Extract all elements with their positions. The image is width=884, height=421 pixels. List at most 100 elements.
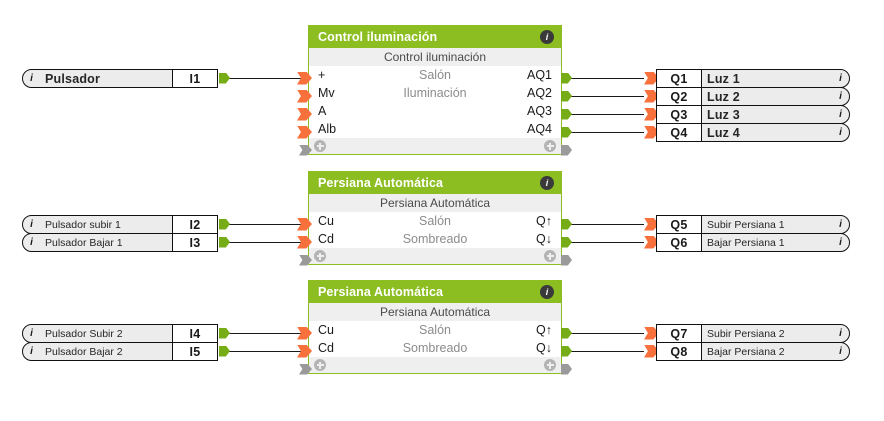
block-footer bbox=[309, 357, 561, 373]
input-connector-q6[interactable] bbox=[644, 235, 659, 249]
input-connector-q2[interactable] bbox=[644, 89, 659, 103]
wire-block1-aq4-to-q4 bbox=[568, 132, 644, 133]
add-output-icon[interactable] bbox=[544, 359, 556, 371]
input-block-i3[interactable]: i Pulsador Bajar 1 I3 bbox=[22, 233, 218, 252]
input-connector-block2-cd[interactable] bbox=[297, 235, 312, 249]
info-icon[interactable]: i bbox=[839, 219, 842, 230]
input-connector-block1-pin1[interactable] bbox=[297, 71, 312, 85]
input-connector-q1[interactable] bbox=[644, 71, 659, 85]
input-connector-block1-add[interactable] bbox=[299, 144, 312, 156]
output-block-q8[interactable]: Q8 Bajar Persiana 2 i bbox=[656, 342, 850, 361]
input-terminal: I1 bbox=[172, 70, 217, 87]
output-connector-block3-qup[interactable] bbox=[561, 327, 572, 339]
input-connector-q3[interactable] bbox=[644, 107, 659, 121]
block-header: Control iluminación i bbox=[309, 26, 561, 48]
input-connector-q8[interactable] bbox=[644, 344, 659, 358]
output-block-q3[interactable]: Q3 Luz 3 i bbox=[656, 105, 850, 124]
info-icon[interactable]: i bbox=[540, 176, 554, 190]
function-block-control-iluminacion[interactable]: Control iluminación i Control iluminació… bbox=[308, 25, 562, 155]
input-connector-block2-add[interactable] bbox=[299, 254, 312, 266]
input-connector-block3-add[interactable] bbox=[299, 363, 312, 375]
add-input-icon[interactable] bbox=[314, 140, 326, 152]
block-row: Cd Sombreado Q↓ bbox=[309, 230, 561, 248]
output-connector-block3-qdn[interactable] bbox=[561, 345, 572, 357]
info-icon[interactable]: i bbox=[540, 30, 554, 44]
output-connector-block1-add[interactable] bbox=[561, 144, 572, 156]
info-icon[interactable]: i bbox=[30, 73, 33, 84]
block-body: Cu Salón Q↑ Cd Sombreado Q↓ bbox=[309, 212, 561, 248]
input-pin-label: Alb bbox=[318, 122, 337, 136]
output-connector-block2-qdn[interactable] bbox=[561, 236, 572, 248]
info-icon[interactable]: i bbox=[839, 91, 842, 102]
output-block-q2[interactable]: Q2 Luz 2 i bbox=[656, 87, 850, 106]
output-connector-i2[interactable] bbox=[219, 218, 230, 230]
function-block-persiana-automatica-2[interactable]: Persiana Automática i Persiana Automátic… bbox=[308, 280, 562, 374]
output-connector-block2-qup[interactable] bbox=[561, 218, 572, 230]
output-connector-block1-aq3[interactable] bbox=[561, 108, 572, 120]
output-pin-label: Q↓ bbox=[536, 341, 552, 355]
input-connector-block3-cu[interactable] bbox=[297, 326, 312, 340]
output-pin-label: Q↓ bbox=[536, 232, 552, 246]
info-icon[interactable]: i bbox=[839, 237, 842, 248]
output-connector-block1-aq4[interactable] bbox=[561, 126, 572, 138]
add-output-icon[interactable] bbox=[544, 140, 556, 152]
output-block-q7[interactable]: Q7 Subir Persiana 2 i bbox=[656, 324, 850, 343]
block-title: Control iluminación bbox=[318, 30, 438, 44]
input-connector-block1-pin2[interactable] bbox=[297, 89, 312, 103]
input-connector-q7[interactable] bbox=[644, 326, 659, 340]
input-connector-block2-cu[interactable] bbox=[297, 217, 312, 231]
output-connector-block1-aq2[interactable] bbox=[561, 90, 572, 102]
output-label: Luz 2 bbox=[707, 89, 740, 104]
output-connector-i5[interactable] bbox=[219, 345, 230, 357]
info-icon[interactable]: i bbox=[30, 346, 33, 357]
add-input-icon[interactable] bbox=[314, 250, 326, 262]
info-icon[interactable]: i bbox=[30, 219, 33, 230]
block-param-text: Sombreado bbox=[402, 341, 468, 355]
info-icon[interactable]: i bbox=[839, 127, 842, 138]
output-block-q5[interactable]: Q5 Subir Persiana 1 i bbox=[656, 215, 850, 234]
input-label: Pulsador bbox=[45, 71, 101, 86]
function-block-persiana-automatica-1[interactable]: Persiana Automática i Persiana Automátic… bbox=[308, 171, 562, 265]
output-connector-block2-add[interactable] bbox=[561, 254, 572, 266]
input-label: Pulsador subir 1 bbox=[45, 218, 121, 231]
info-icon[interactable]: i bbox=[540, 285, 554, 299]
output-terminal: Q2 bbox=[657, 88, 702, 105]
output-connector-i3[interactable] bbox=[219, 236, 230, 248]
block-row: Mv Iluminación AQ2 bbox=[309, 84, 561, 102]
block-subtitle: Control iluminación bbox=[309, 48, 561, 66]
output-block-q6[interactable]: Q6 Bajar Persiana 1 i bbox=[656, 233, 850, 252]
input-block-i5[interactable]: i Pulsador Bajar 2 I5 bbox=[22, 342, 218, 361]
input-block-i2[interactable]: i Pulsador subir 1 I2 bbox=[22, 215, 218, 234]
input-connector-q5[interactable] bbox=[644, 217, 659, 231]
add-output-icon[interactable] bbox=[544, 250, 556, 262]
input-connector-block1-pin3[interactable] bbox=[297, 107, 312, 121]
block-title: Persiana Automática bbox=[318, 285, 444, 299]
input-block-i1[interactable]: i Pulsador I1 bbox=[22, 69, 218, 88]
info-icon[interactable]: i bbox=[839, 328, 842, 339]
output-terminal: Q5 bbox=[657, 216, 702, 233]
input-connector-block1-pin4[interactable] bbox=[297, 125, 312, 139]
output-connector-i1[interactable] bbox=[219, 72, 230, 84]
input-pin-label: + bbox=[318, 68, 326, 82]
input-connector-q4[interactable] bbox=[644, 125, 659, 139]
info-icon[interactable]: i bbox=[30, 328, 33, 339]
info-icon[interactable]: i bbox=[839, 346, 842, 357]
info-icon[interactable]: i bbox=[839, 73, 842, 84]
input-connector-block3-cd[interactable] bbox=[297, 344, 312, 358]
output-block-q1[interactable]: Q1 Luz 1 i bbox=[656, 69, 850, 88]
output-connector-block1-aq1[interactable] bbox=[561, 72, 572, 84]
output-pin-label: AQ2 bbox=[526, 86, 552, 100]
output-connector-i4[interactable] bbox=[219, 327, 230, 339]
info-icon[interactable]: i bbox=[30, 237, 33, 248]
output-connector-block3-add[interactable] bbox=[561, 363, 572, 375]
info-icon[interactable]: i bbox=[839, 109, 842, 120]
output-block-q4[interactable]: Q4 Luz 4 i bbox=[656, 123, 850, 142]
block-row: Alb AQ4 bbox=[309, 120, 561, 138]
wire-i1-to-block1 bbox=[226, 78, 304, 79]
add-input-icon[interactable] bbox=[314, 359, 326, 371]
wire-block3-qdn-to-q8 bbox=[568, 351, 644, 352]
block-title: Persiana Automática bbox=[318, 176, 444, 190]
input-block-i4[interactable]: i Pulsador Subir 2 I4 bbox=[22, 324, 218, 343]
input-label: Pulsador Subir 2 bbox=[45, 327, 123, 340]
